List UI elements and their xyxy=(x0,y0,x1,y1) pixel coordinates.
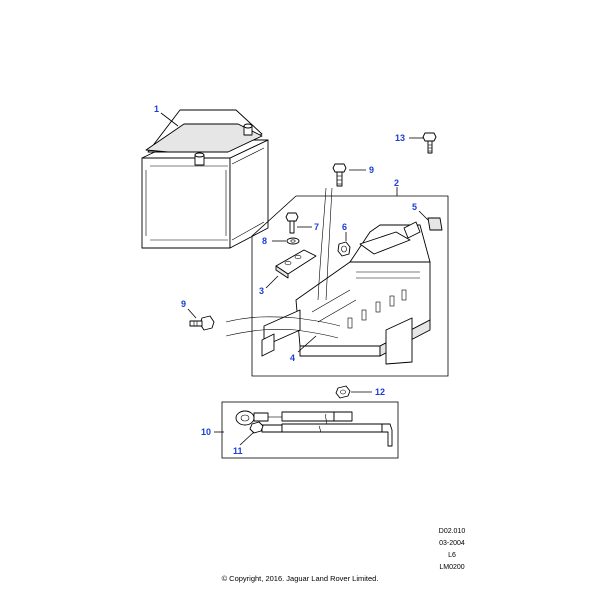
tray-frame xyxy=(251,195,449,377)
washer-8 xyxy=(286,237,300,245)
bolt-7 xyxy=(285,212,299,234)
earth-lead xyxy=(235,410,393,447)
leader-lines xyxy=(160,112,429,446)
ref-model: L6 xyxy=(448,552,456,559)
cables xyxy=(225,187,341,339)
callout-2: 2 xyxy=(394,178,399,188)
callout-10: 10 xyxy=(201,427,211,437)
bolt-9-left xyxy=(189,315,215,331)
ref-illustration-id: LM0200 xyxy=(439,564,465,571)
callout-8: 8 xyxy=(262,236,267,246)
nut-11 xyxy=(249,421,264,434)
nut-6 xyxy=(337,241,351,257)
ref-date: 03-2004 xyxy=(439,540,465,547)
clamp-3 xyxy=(275,249,317,279)
callout-13: 13 xyxy=(395,133,405,143)
ref-code: D02.010 xyxy=(438,528,466,535)
copyright-notice: © Copyright, 2016. Jaguar Land Rover Lim… xyxy=(221,574,379,583)
callout-9-top: 9 xyxy=(369,165,374,175)
bolt-9-top xyxy=(332,163,347,187)
callout-3: 3 xyxy=(259,286,264,296)
battery-tray xyxy=(261,221,431,365)
callout-9-left: 9 xyxy=(181,299,186,309)
lead-frame xyxy=(221,401,399,459)
clip-5 xyxy=(427,217,443,231)
callout-4: 4 xyxy=(290,353,295,363)
callout-12: 12 xyxy=(375,387,385,397)
callout-1: 1 xyxy=(154,104,159,114)
bolt-13 xyxy=(422,132,437,154)
callout-6: 6 xyxy=(342,222,347,232)
callout-5: 5 xyxy=(412,202,417,212)
battery xyxy=(141,109,269,249)
nut-12 xyxy=(335,385,351,399)
callout-11: 11 xyxy=(233,446,243,456)
callout-7: 7 xyxy=(314,222,319,232)
